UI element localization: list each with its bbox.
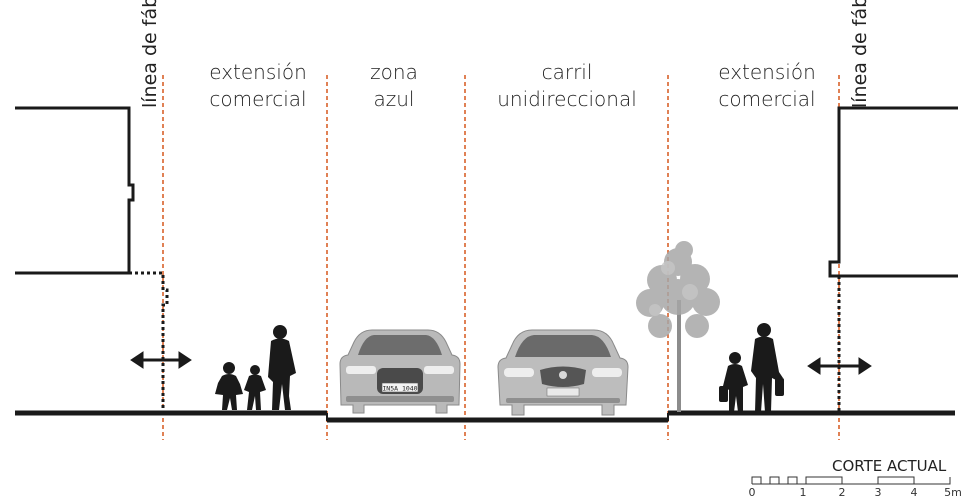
- pedestrians-right-silhouette: [719, 323, 784, 412]
- label-carril-line2: unidireccional: [497, 87, 637, 111]
- scale-tick-5: 5m: [944, 486, 962, 499]
- scale-bar: CORTE ACTUAL 0 1 2 3 4 5m: [749, 457, 962, 499]
- car-blue-zone: IN5A 1040: [339, 329, 461, 414]
- label-right-facade-line: línea de fábrica: [849, 0, 871, 108]
- scale-tick-4: 4: [911, 486, 918, 499]
- left-building: [15, 106, 169, 412]
- label-left-ext-line1: extensión: [209, 60, 307, 84]
- license-plate-left: IN5A 1040: [382, 385, 417, 393]
- label-right-ext-line1: extensión: [718, 60, 816, 84]
- label-right-ext-line2: comercial: [718, 87, 815, 111]
- pedestrians-left-silhouette: [215, 325, 296, 410]
- ground-line: [15, 410, 955, 423]
- scale-tick-2: 2: [839, 486, 846, 499]
- label-zona-line2: azul: [374, 87, 415, 111]
- label-zona-line1: zona: [370, 60, 418, 84]
- label-left-ext-line2: comercial: [209, 87, 306, 111]
- street-tree: [636, 241, 720, 412]
- right-building: [828, 106, 958, 412]
- scale-tick-3: 3: [875, 486, 882, 499]
- right-double-arrow: [807, 357, 872, 375]
- scale-tick-1: 1: [800, 486, 807, 499]
- label-carril-line1: carril: [542, 60, 593, 84]
- label-left-facade-line: línea de fábrica: [139, 0, 161, 108]
- car-lane: [497, 329, 629, 416]
- scale-title: CORTE ACTUAL: [832, 457, 947, 475]
- scale-tick-0: 0: [749, 486, 756, 499]
- left-double-arrow: [130, 351, 192, 369]
